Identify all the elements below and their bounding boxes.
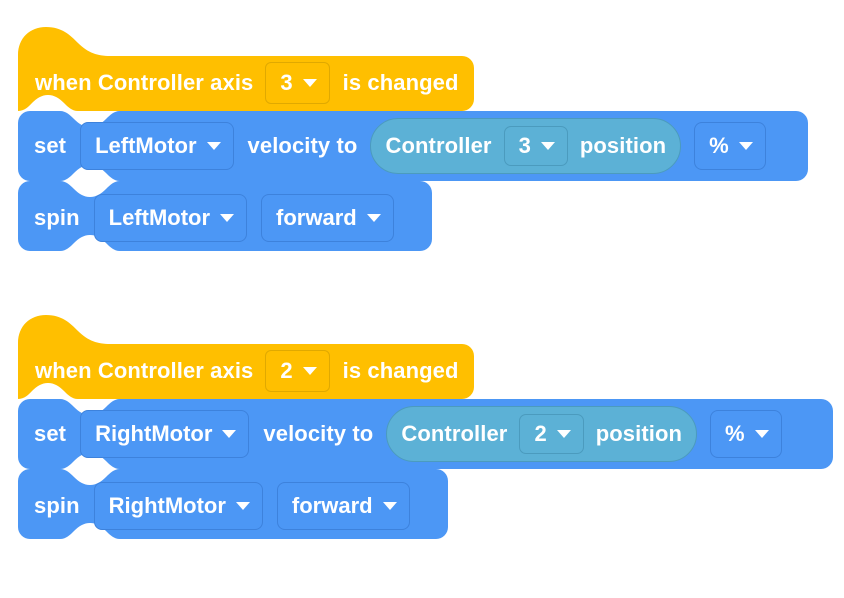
- reporter-label-suffix: position: [579, 133, 667, 158]
- reporter-label-suffix: position: [595, 421, 683, 446]
- hat-block-when-controller-axis-changed[interactable]: when Controller axis 2 is changed: [18, 313, 474, 399]
- set-motor-dropdown[interactable]: RightMotor: [80, 410, 250, 458]
- chevron-down-icon: [222, 430, 237, 438]
- hat-axis-dropdown[interactable]: 2: [265, 349, 330, 392]
- spin-label-prefix: spin: [34, 493, 80, 518]
- chevron-down-icon: [235, 502, 250, 510]
- spin-motor-dropdown[interactable]: LeftMotor: [93, 194, 248, 242]
- reporter-axis-dropdown-value: 3: [518, 133, 531, 158]
- controller-axis-position-reporter[interactable]: Controller 2 position: [386, 406, 698, 462]
- hat-axis-dropdown-value: 3: [280, 69, 293, 95]
- set-motor-dropdown-value: RightMotor: [95, 421, 213, 446]
- chevron-down-icon: [220, 214, 235, 222]
- script-left-motor[interactable]: when Controller axis 3 is changed set: [0, 0, 844, 299]
- reporter-axis-dropdown[interactable]: 3: [503, 126, 568, 166]
- controller-axis-position-reporter[interactable]: Controller 3 position: [370, 118, 682, 174]
- chevron-down-icon: [206, 142, 221, 150]
- spin-direction-dropdown[interactable]: forward: [261, 194, 394, 242]
- hat-block-when-controller-axis-changed[interactable]: when Controller axis 3 is changed: [18, 25, 474, 111]
- spin-label-prefix: spin: [34, 205, 80, 230]
- hat-label-prefix: when Controller axis: [35, 357, 254, 383]
- spin-direction-dropdown[interactable]: forward: [276, 482, 410, 530]
- chevron-down-icon: [302, 366, 317, 375]
- hat-label-suffix: is changed: [342, 357, 459, 383]
- spin-motor-dropdown-value: LeftMotor: [108, 205, 211, 230]
- reporter-label-prefix: Controller: [401, 421, 508, 446]
- script-right-motor[interactable]: when Controller axis 2 is changed set: [0, 288, 844, 598]
- spin-motor-block[interactable]: spin LeftMotor forward: [18, 181, 432, 255]
- chevron-down-icon: [366, 214, 381, 222]
- set-motor-dropdown-value: LeftMotor: [95, 133, 197, 158]
- reporter-label-prefix: Controller: [385, 133, 492, 158]
- hat-label-prefix: when Controller axis: [35, 69, 254, 95]
- set-motor-velocity-block[interactable]: set RightMotor velocity to Controller 2: [18, 399, 833, 469]
- chevron-down-icon: [556, 430, 571, 438]
- reporter-axis-dropdown[interactable]: 2: [519, 414, 584, 454]
- chevron-down-icon: [382, 502, 397, 510]
- hat-axis-dropdown-value: 2: [280, 357, 293, 383]
- set-label-prefix: set: [34, 421, 67, 446]
- chevron-down-icon: [738, 142, 753, 150]
- set-units-dropdown[interactable]: %: [694, 122, 766, 170]
- set-units-dropdown-value: %: [725, 421, 745, 446]
- set-units-dropdown[interactable]: %: [710, 410, 782, 458]
- chevron-down-icon: [540, 142, 555, 150]
- spin-motor-block[interactable]: spin RightMotor forward: [18, 469, 448, 543]
- set-units-dropdown-value: %: [709, 133, 729, 158]
- spin-direction-dropdown-value: forward: [291, 493, 373, 518]
- chevron-down-icon: [754, 430, 769, 438]
- set-label-middle: velocity to: [247, 133, 358, 158]
- set-motor-velocity-block[interactable]: set LeftMotor velocity to Controller 3: [18, 111, 808, 181]
- set-motor-dropdown[interactable]: LeftMotor: [80, 122, 234, 170]
- spin-motor-dropdown[interactable]: RightMotor: [93, 482, 263, 530]
- set-label-prefix: set: [34, 133, 67, 158]
- set-label-middle: velocity to: [263, 421, 374, 446]
- hat-label-suffix: is changed: [342, 69, 459, 95]
- spin-motor-dropdown-value: RightMotor: [108, 493, 226, 518]
- hat-axis-dropdown[interactable]: 3: [265, 61, 330, 104]
- chevron-down-icon: [302, 78, 317, 87]
- reporter-axis-dropdown-value: 2: [534, 421, 547, 446]
- spin-direction-dropdown-value: forward: [276, 205, 357, 230]
